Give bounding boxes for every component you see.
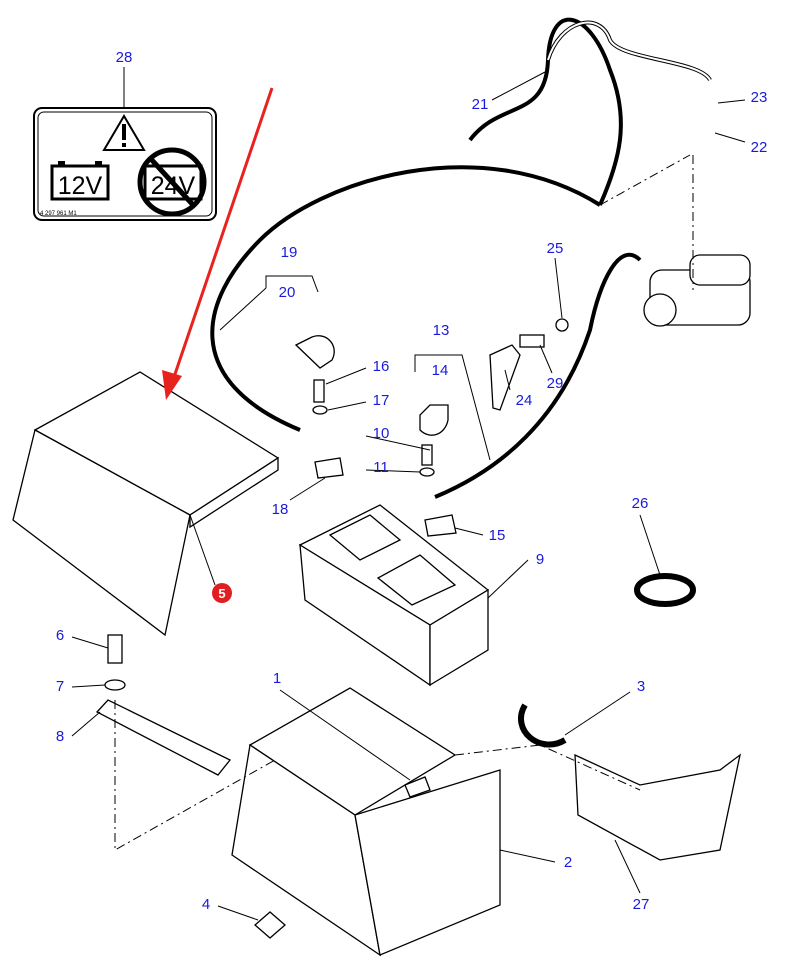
callout-10[interactable]: 10: [373, 425, 390, 442]
knob-4[interactable]: [254, 911, 286, 939]
callout-5[interactable]: 5: [218, 586, 225, 601]
callout-24[interactable]: 24: [516, 392, 533, 409]
callout-14[interactable]: 14: [432, 362, 449, 379]
callout-26[interactable]: 26: [632, 495, 649, 512]
bolt-1[interactable]: [404, 776, 431, 798]
callout-3[interactable]: 3: [637, 678, 645, 695]
callout-17[interactable]: 17: [373, 392, 390, 409]
bracket-3[interactable]: [518, 703, 567, 748]
battery-9[interactable]: [298, 504, 490, 687]
callout-29[interactable]: 29: [547, 375, 564, 392]
callout-6[interactable]: 6: [56, 627, 64, 644]
battery-cover-5[interactable]: [12, 371, 280, 637]
cable-13[interactable]: [434, 252, 642, 499]
callout-22[interactable]: 22: [751, 139, 768, 156]
washer-11[interactable]: [419, 467, 435, 477]
battery-tray-2[interactable]: [231, 687, 501, 957]
callout-21[interactable]: 21: [472, 96, 489, 113]
clamp-18[interactable]: [314, 457, 344, 479]
callout-9[interactable]: 9: [536, 551, 544, 568]
washer-25[interactable]: [555, 318, 569, 332]
no-24v-icon: 24V: [137, 147, 207, 217]
bolt-10[interactable]: [421, 444, 433, 466]
callout-18[interactable]: 18: [272, 501, 289, 518]
cable-21[interactable]: [468, 17, 712, 206]
terminal-cover-20[interactable]: [294, 335, 335, 369]
callout-23[interactable]: 23: [751, 89, 768, 106]
callouts: 28 21 23 22 25 19 20 13 14 16 17 24 29 1…: [56, 49, 768, 913]
callout-4[interactable]: 4: [202, 896, 210, 913]
hose-clamp-26[interactable]: [634, 573, 696, 607]
callout-20[interactable]: 20: [279, 284, 296, 301]
callout-16[interactable]: 16: [373, 358, 390, 375]
bolt-16[interactable]: [313, 379, 325, 403]
callout-7[interactable]: 7: [56, 678, 64, 695]
terminal-cover-14[interactable]: [419, 404, 449, 436]
decal-part-number: 4 297 961 M1: [40, 211, 77, 217]
callout-15[interactable]: 15: [489, 527, 506, 544]
battery-12v-icon: 12V: [50, 161, 110, 201]
callout-25[interactable]: 25: [547, 240, 564, 257]
callout-11[interactable]: 11: [373, 459, 389, 476]
callout-8[interactable]: 8: [56, 728, 64, 745]
clamp-15[interactable]: [424, 514, 457, 537]
callout-28[interactable]: 28: [116, 49, 133, 66]
decal-12v-text: 12V: [58, 172, 103, 200]
washer-17[interactable]: [312, 405, 328, 415]
starter-motor[interactable]: [643, 254, 751, 327]
callout-2[interactable]: 2: [564, 854, 572, 871]
highlight-arrow: [162, 87, 274, 400]
bolt-6[interactable]: [107, 634, 123, 664]
highlight-badge: [212, 583, 232, 603]
washer-7[interactable]: [104, 679, 126, 691]
fitting-29[interactable]: [519, 334, 545, 348]
callout-1[interactable]: 1: [273, 670, 281, 687]
lever-24[interactable]: [489, 344, 521, 411]
callout-13[interactable]: 13: [433, 322, 450, 339]
cable-19[interactable]: [210, 165, 602, 432]
callout-27[interactable]: 27: [633, 896, 650, 913]
leader-lines: [71, 71, 746, 921]
support-27[interactable]: [574, 753, 741, 861]
warning-decal[interactable]: 12V 24V 4 297 961 M1: [33, 67, 217, 221]
strap-8[interactable]: [95, 699, 232, 776]
callout-19[interactable]: 19: [281, 244, 298, 261]
